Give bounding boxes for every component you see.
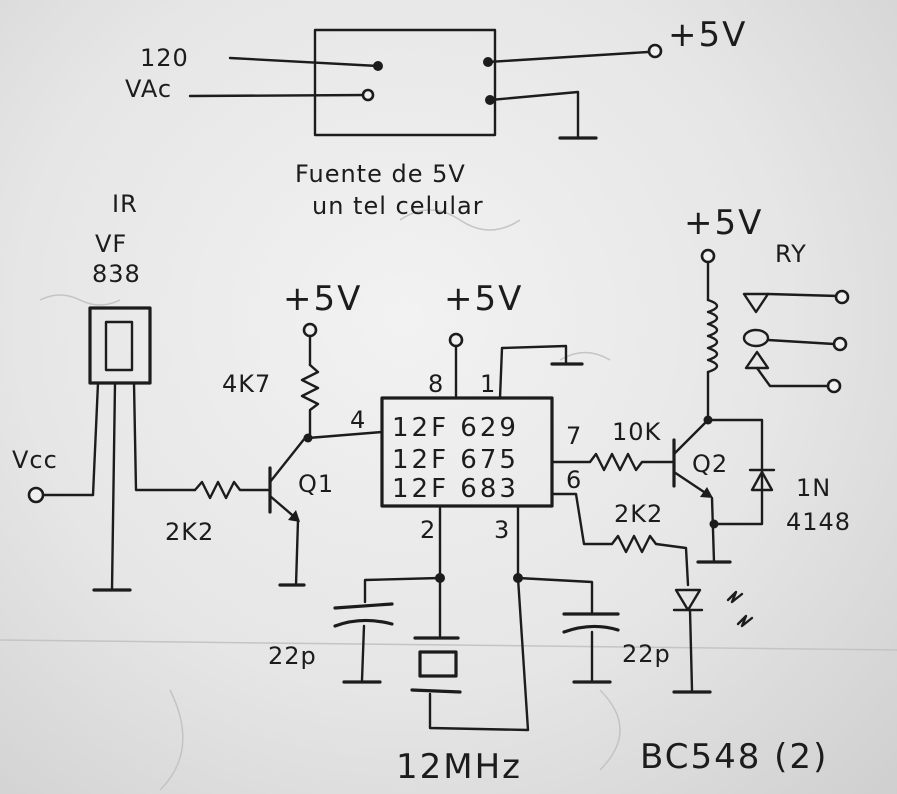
resistor-10k bbox=[550, 452, 674, 472]
psu-5v-terminal bbox=[647, 43, 663, 59]
capacitor-right-label: 22p bbox=[622, 640, 671, 668]
pin-3-label: 3 bbox=[494, 516, 510, 544]
power-supply-block bbox=[188, 28, 663, 140]
oscillator-circuit bbox=[363, 504, 594, 732]
crystal-12mhz bbox=[410, 636, 462, 694]
q1-label: Q1 bbox=[298, 470, 334, 498]
diode-label-2: 4148 bbox=[786, 508, 851, 536]
resistor-10k-label: 10K bbox=[612, 418, 662, 446]
ac-input-label-1: 120 bbox=[140, 44, 189, 72]
ir-model-label-1: VF bbox=[95, 230, 127, 258]
pic-microcontroller bbox=[380, 332, 584, 508]
capacitor-left-label: 22p bbox=[268, 642, 317, 670]
crystal-label: 12MHz bbox=[396, 747, 522, 787]
paper-bleed-through bbox=[0, 209, 897, 791]
resistor-2k2-led-label: 2K2 bbox=[614, 500, 663, 528]
q1-supply-label: +5V bbox=[283, 279, 362, 319]
pin-4-label: 4 bbox=[350, 406, 366, 434]
ir-model-label-2: 838 bbox=[92, 260, 141, 288]
relay-supply-label: +5V bbox=[684, 203, 763, 243]
relay-contacts bbox=[742, 289, 850, 394]
transistors-note: BC548 (2) bbox=[640, 737, 828, 777]
resistor-4k7-label: 4K7 bbox=[222, 370, 271, 398]
capacitor-left bbox=[333, 602, 394, 684]
vcc-terminal bbox=[27, 486, 45, 504]
resistor-2k2-base bbox=[193, 480, 270, 500]
relay-label: RY bbox=[775, 240, 807, 268]
ac-input-label-2: VAc bbox=[125, 75, 172, 103]
diode-label-1: 1N bbox=[796, 474, 831, 502]
ir-label: IR bbox=[112, 190, 138, 218]
pin-7-label: 7 bbox=[566, 422, 582, 450]
ir-receiver-symbol bbox=[27, 306, 197, 592]
capacitor-right bbox=[562, 612, 620, 684]
resistor-2k2-led bbox=[550, 492, 690, 587]
psu-caption-line-2: un tel celular bbox=[312, 192, 484, 220]
pin-2-label: 2 bbox=[420, 516, 436, 544]
pin-1-label: 1 bbox=[480, 370, 496, 398]
transistor-q1 bbox=[268, 436, 307, 587]
led-indicator bbox=[672, 588, 754, 694]
relay-coil bbox=[700, 248, 764, 526]
psu-caption-line-1: Fuente de 5V bbox=[295, 160, 466, 188]
transistor-q2 bbox=[672, 418, 732, 564]
resistor-4k7 bbox=[300, 322, 384, 443]
resistor-2k2-base-label: 2K2 bbox=[165, 518, 214, 546]
q2-label: Q2 bbox=[692, 450, 728, 478]
flyback-diode bbox=[748, 468, 776, 492]
ic-part-1: 12F 629 bbox=[392, 413, 519, 443]
pin-8-label: 8 bbox=[428, 370, 444, 398]
psu-output-label: +5V bbox=[668, 15, 747, 55]
pin-6-label: 6 bbox=[566, 466, 582, 494]
ic-part-2: 12F 675 bbox=[392, 445, 519, 475]
ic-part-3: 12F 683 bbox=[392, 474, 519, 504]
ic-supply-label: +5V bbox=[444, 279, 523, 319]
vcc-label: Vcc bbox=[12, 446, 58, 474]
